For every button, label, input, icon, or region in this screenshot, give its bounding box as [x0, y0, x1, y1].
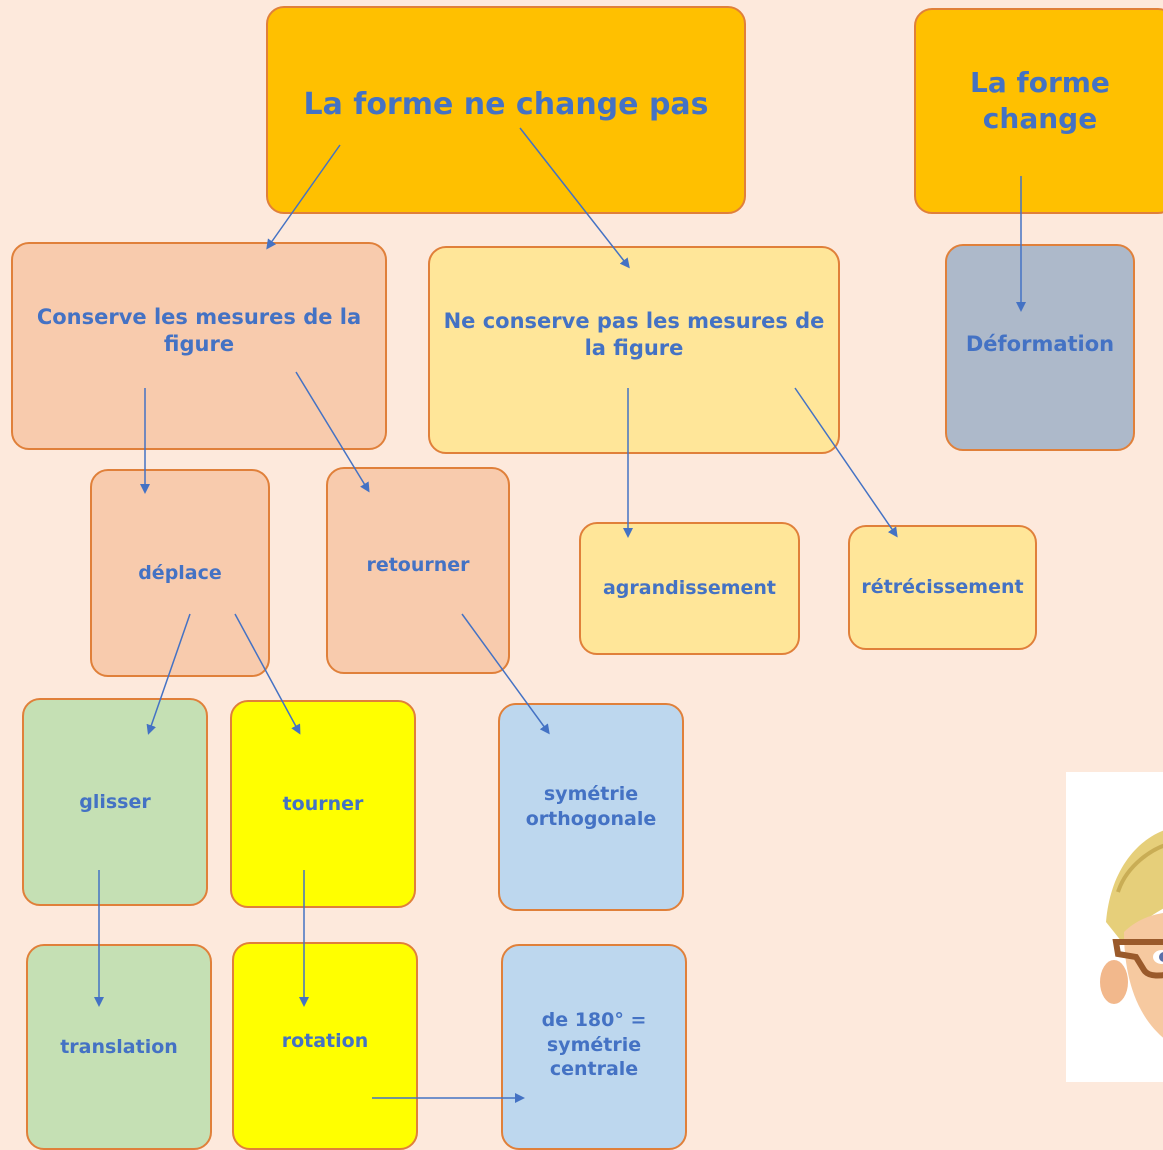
node-label: translation [60, 1035, 178, 1058]
avatar-card [1066, 772, 1163, 1082]
node-label: rétrécissement [861, 576, 1024, 599]
node-symetrie-centrale: de 180° = symétrie centrale [501, 944, 687, 1150]
node-label: Conserve les mesures de la figure [36, 304, 362, 356]
node-deplace: déplace [90, 469, 270, 677]
node-label: rotation [281, 1029, 369, 1052]
memoji-avatar-icon [1100, 830, 1163, 1038]
node-tourner: tourner [230, 700, 416, 908]
node-label: glisser [79, 790, 151, 813]
node-glisser: glisser [22, 698, 208, 906]
node-retrecissement: rétrécissement [848, 525, 1037, 650]
node-la-forme-ne-change-pas: La forme ne change pas [266, 6, 746, 214]
node-label: symétrie orthogonale [525, 783, 657, 830]
node-conserve-mesures: Conserve les mesures de la figure [11, 242, 387, 450]
node-deformation: Déformation [945, 244, 1135, 451]
node-ne-conserve-pas-mesures: Ne conserve pas les mesures de la figure [428, 246, 840, 454]
node-label: retourner [366, 554, 470, 577]
node-label: La forme change [970, 65, 1110, 135]
node-symetrie-orthogonale: symétrie orthogonale [498, 703, 684, 911]
node-la-forme-change: La forme change [914, 8, 1163, 214]
node-label: La forme ne change pas [303, 86, 709, 122]
node-label: Déformation [965, 331, 1115, 356]
node-label: tourner [282, 792, 364, 815]
node-label: déplace [138, 561, 222, 584]
node-label: Ne conserve pas les mesures de la figure [443, 308, 825, 360]
node-label: de 180° = symétrie centrale [541, 1008, 647, 1081]
node-retourner: retourner [326, 467, 510, 674]
node-agrandissement: agrandissement [579, 522, 800, 655]
node-rotation: rotation [232, 942, 418, 1150]
node-label: agrandissement [602, 577, 777, 600]
node-translation: translation [26, 944, 212, 1150]
